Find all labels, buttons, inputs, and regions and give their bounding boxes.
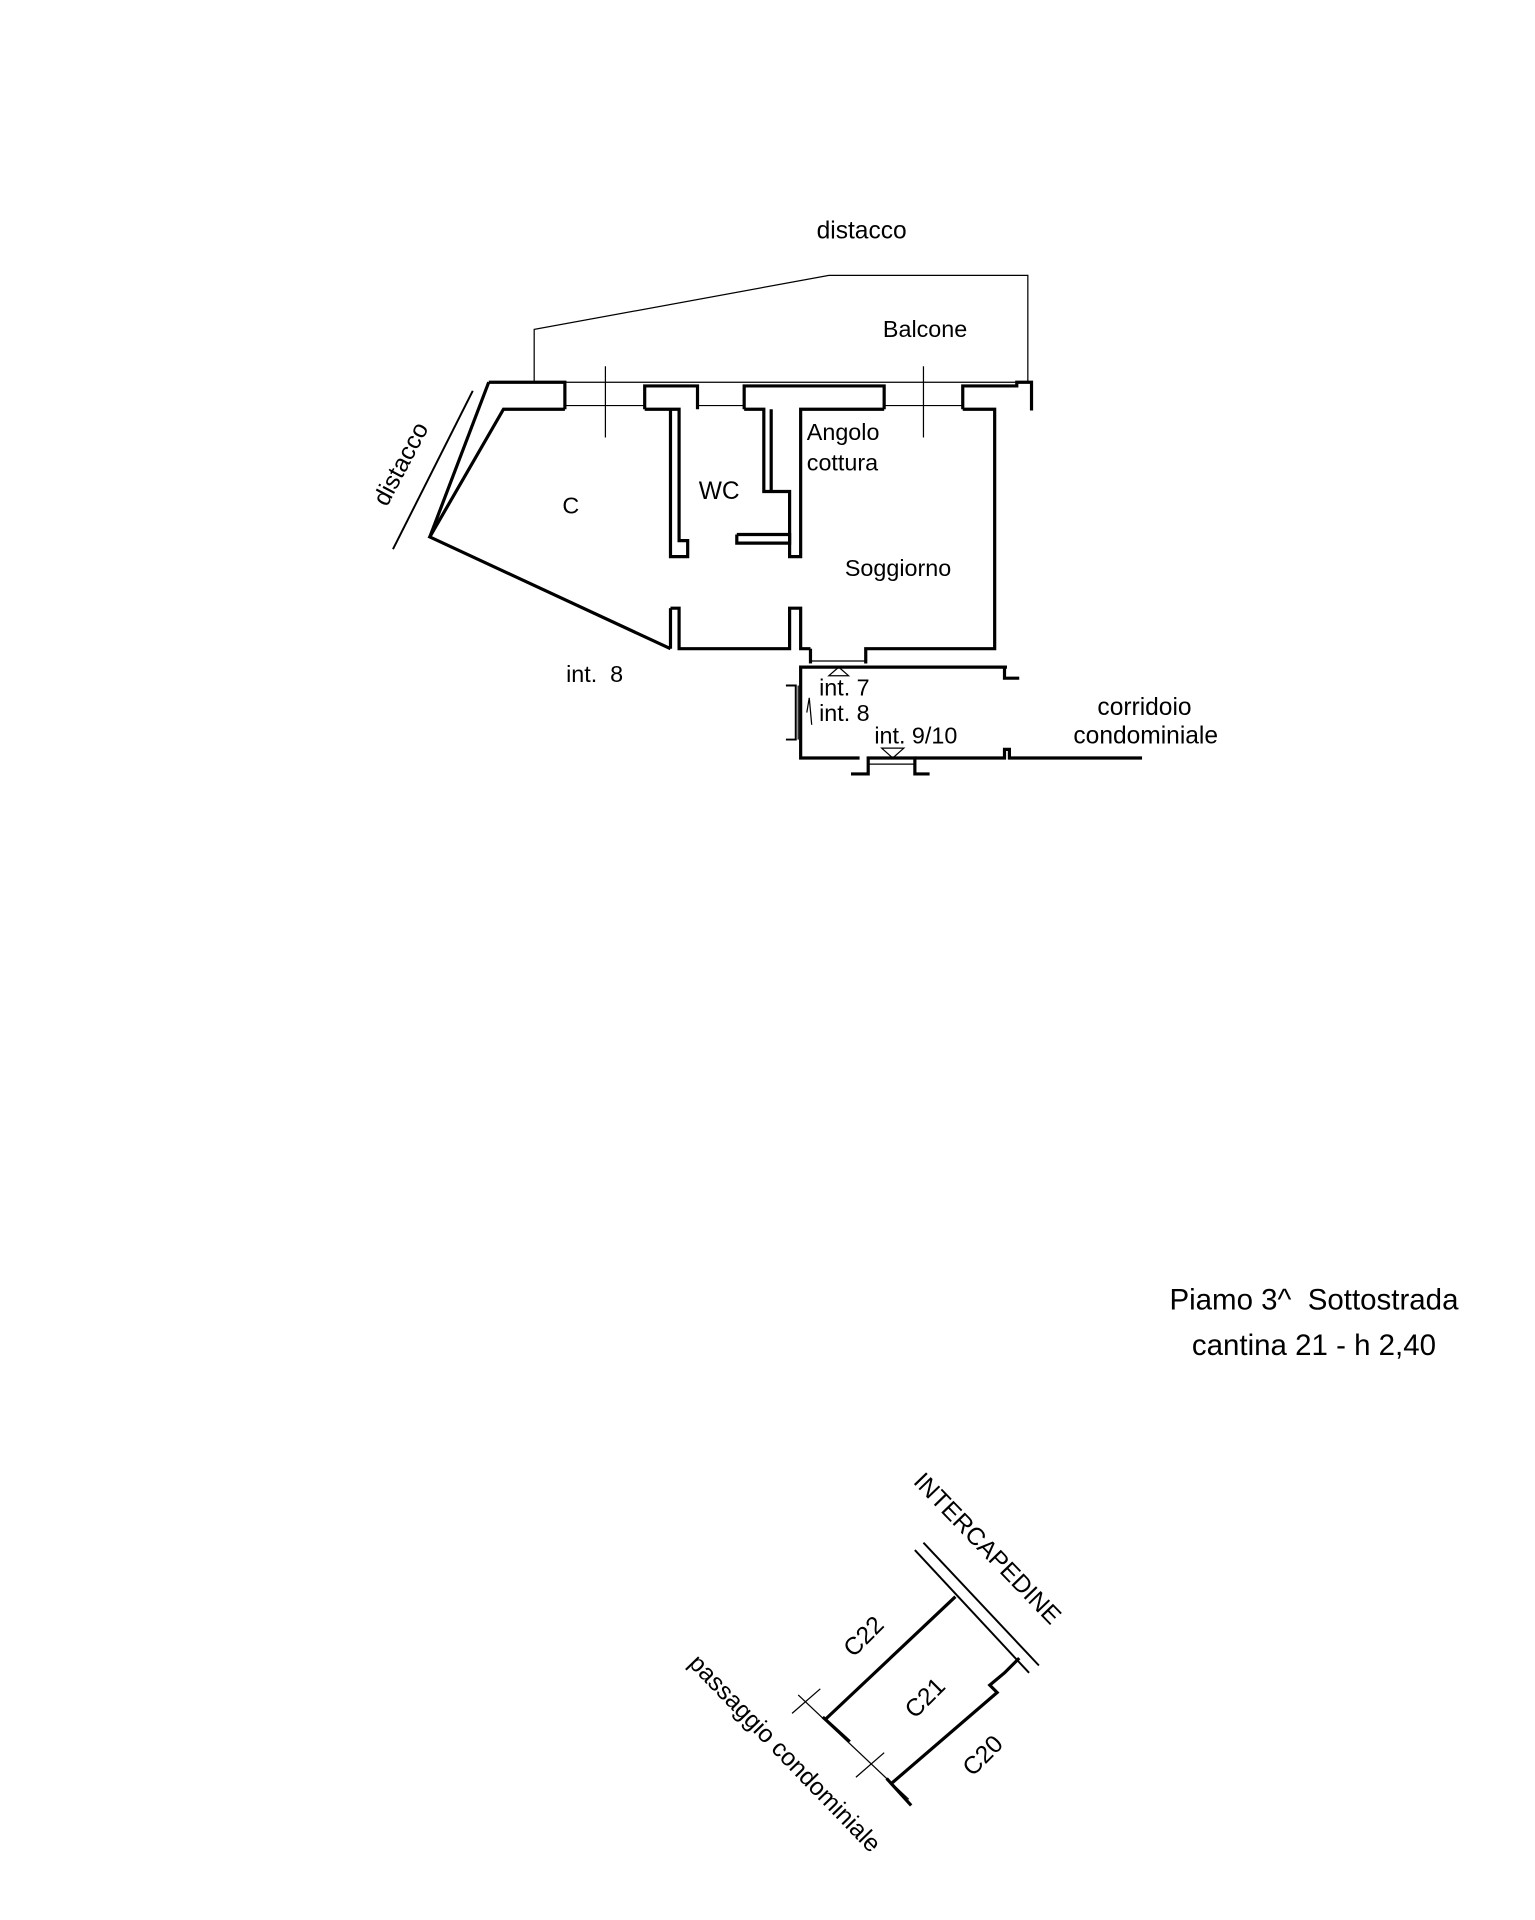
arrow-icon (806, 697, 813, 725)
label-angolo: Angolo (807, 419, 880, 445)
label-balcone: Balcone (883, 316, 967, 342)
wall (742, 384, 886, 410)
cellar-plan: Piamo 3^ Sottostrada cantina 21 - h 2,40… (683, 1283, 1459, 1858)
distacco-line (392, 390, 474, 550)
wall-c21-c20 (890, 1656, 1021, 1785)
label-int8: int. 8 (819, 700, 870, 726)
label-condominiale: condominiale (1073, 722, 1218, 749)
intercapedine-wall (922, 1542, 1040, 1667)
wall-c-wc (644, 407, 690, 559)
label-int910: int. 9/10 (874, 722, 957, 748)
wall (643, 384, 700, 410)
wall (961, 380, 1034, 411)
outer-wall-diagonal (428, 381, 491, 538)
label-distacco-left: distacco (368, 418, 434, 510)
cross-mark (791, 1688, 821, 1714)
arrow-down-icon (880, 747, 906, 759)
wall-c-wc-bottom (670, 606, 811, 651)
wall-wc-kitchen (744, 407, 885, 559)
label-corridoio: corridoio (1097, 694, 1191, 721)
wall-c21-c22 (824, 1595, 957, 1721)
balcony-outline (533, 274, 1029, 381)
corridor-wall (799, 665, 1007, 760)
cellar-title-line2: cantina 21 - h 2,40 (1192, 1329, 1436, 1362)
wall-passage (821, 1715, 851, 1743)
room-c-wall (427, 407, 672, 651)
label-distacco-top: distacco (817, 218, 907, 245)
apartment-plan: distacco distacco Balcone Angolo cottura… (368, 218, 1218, 776)
cellar-title-line1: Piamo 3^ Sottostrada (1169, 1283, 1459, 1316)
intercapedine-wall (914, 1549, 1030, 1674)
passage-line (797, 1694, 910, 1800)
label-soggiorno: Soggiorno (845, 555, 951, 581)
label-c22: C22 (839, 1611, 890, 1662)
corridor-wall (914, 747, 1143, 760)
door-side (785, 684, 797, 741)
label-wc: WC (699, 478, 740, 505)
corridor-wall (1002, 667, 1020, 680)
label-passaggio: passaggio condominiale (683, 1650, 885, 1858)
label-c21: C21 (900, 1673, 951, 1724)
label-c: C (562, 493, 579, 519)
outer-wall-top (488, 380, 567, 410)
label-c20: C20 (958, 1731, 1009, 1782)
label-intercapedine: INTERCAPEDINE (908, 1468, 1066, 1630)
arrow-up-icon (827, 666, 851, 677)
door-jamb (851, 756, 930, 776)
wc-partition (735, 532, 792, 545)
soggiorno-wall (864, 407, 997, 664)
label-cottura: cottura (807, 450, 878, 476)
label-int7: int. 7 (819, 674, 870, 700)
label-int8-left: int. 8 (566, 661, 623, 687)
cross-mark (855, 1752, 885, 1778)
